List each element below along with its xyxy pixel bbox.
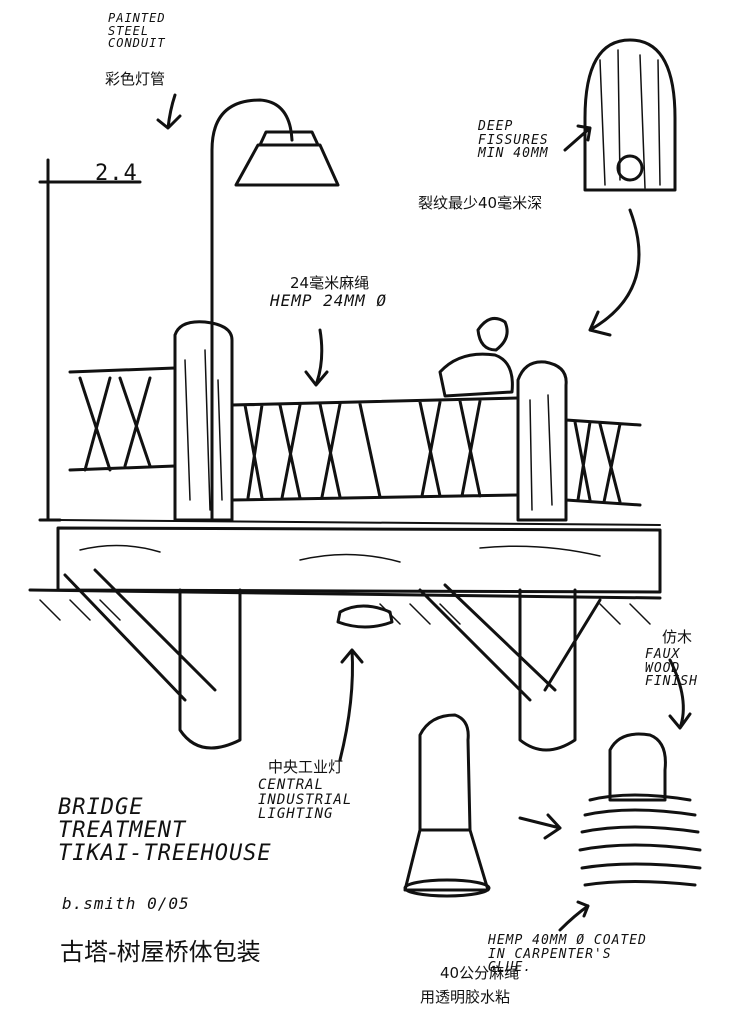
rope-railing-center — [230, 396, 520, 502]
rope-arrow — [304, 328, 329, 387]
faux-arrow — [668, 658, 692, 730]
support-leg-right — [518, 588, 577, 752]
lighting-label-en: CENTRAL INDUSTRIAL LIGHTING — [258, 777, 353, 823]
deck-beam — [56, 526, 662, 594]
dimension-label: 2.4 — [95, 161, 138, 186]
lamp-post — [210, 98, 294, 522]
rope-label-en: HEMP 24MM Ø — [270, 291, 387, 310]
conduit-label-cn: 彩色灯管 — [105, 70, 166, 88]
lighting-label-cn: 中央工业灯 — [268, 758, 344, 776]
cone-base — [403, 828, 490, 892]
faux-label-cn: 仿木 — [662, 628, 693, 646]
left-post — [173, 320, 234, 522]
deck-underside — [28, 588, 662, 600]
right-post — [516, 360, 568, 522]
hemp-arrow — [558, 900, 590, 932]
fissures-curve-arrow — [588, 208, 641, 337]
title-en: BRIDGE TREATMENT TIKAI-TREEHOUSE — [58, 795, 272, 867]
conduit-label-en: PAINTED STEEL CONDUIT — [108, 11, 166, 51]
rope-railing-right — [564, 418, 642, 507]
central-light — [336, 604, 394, 629]
cone-post-detail — [418, 713, 472, 832]
support-struts — [63, 568, 602, 702]
hemp-label-cn-2: 用透明胶水粘 — [420, 988, 511, 1006]
title-cn: 古塔-树屋桥体包装 — [60, 938, 261, 966]
hemp-label-cn-1: 40公分麻绳 — [440, 964, 520, 982]
lamp-shade — [234, 143, 340, 187]
rope-label-cn: 24毫米麻绳 — [290, 274, 370, 292]
hemp-label-en: HEMP 40MM Ø COATED IN CARPENTER'S GLUE. — [488, 933, 647, 976]
dimension-line — [38, 158, 142, 522]
center-arrow — [518, 813, 562, 840]
rope-railing-left — [68, 366, 177, 472]
faux-label-en: FAUX WOOD FINISH — [645, 647, 698, 690]
support-leg-left — [178, 588, 242, 750]
conduit-arrow — [156, 93, 182, 130]
fissures-label-en: DEEP FISSURES MIN 40MM — [478, 119, 549, 162]
wrapped-post-detail — [608, 732, 667, 802]
lighting-arrow — [338, 648, 364, 762]
fissures-label-cn: 裂纹最少40毫米深 — [418, 194, 543, 212]
character-figure — [438, 316, 514, 398]
signature: b.smith 0/05 — [62, 894, 190, 913]
tree-detail — [583, 38, 677, 192]
